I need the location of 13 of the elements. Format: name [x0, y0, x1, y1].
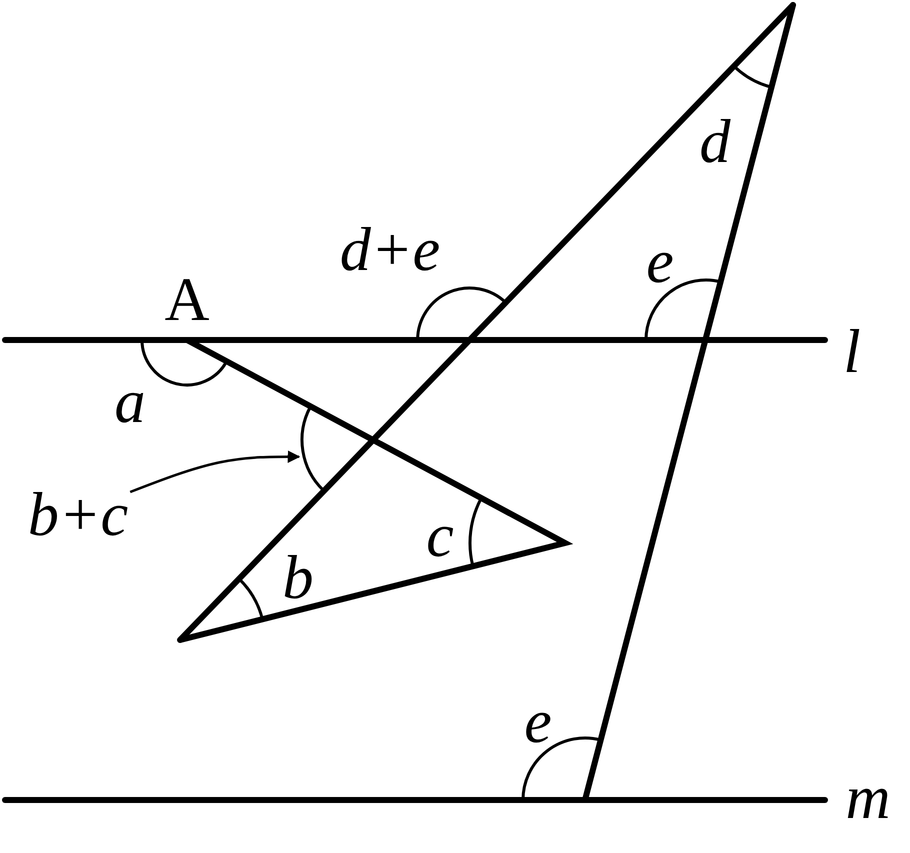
angle-label: b+c: [28, 484, 128, 546]
angle-label: d: [700, 111, 730, 173]
angle-label: c: [426, 505, 454, 567]
angle-arc: [300, 406, 324, 492]
angle-label: b: [282, 547, 314, 609]
angle-label: d+e: [340, 219, 440, 281]
angle-label: e: [646, 231, 674, 293]
angle-label: e: [524, 691, 552, 753]
line-label: m: [846, 767, 890, 829]
leader-arrow: [130, 450, 300, 494]
line-label: l: [843, 321, 861, 383]
point-label: A: [164, 269, 210, 331]
angle-label: a: [114, 371, 146, 433]
